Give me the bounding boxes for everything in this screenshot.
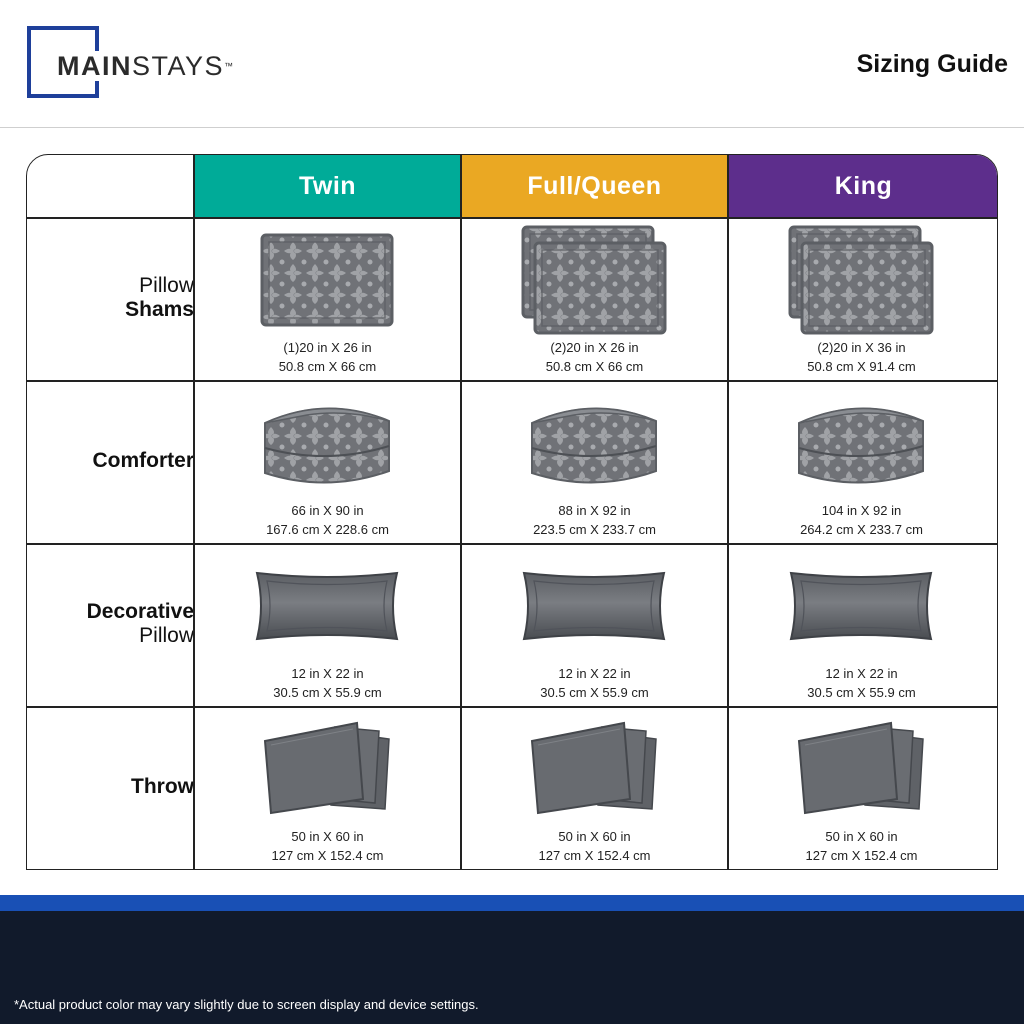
throw-blanket-icon (797, 721, 924, 815)
column-divider (193, 155, 195, 869)
size-metric: 30.5 cm X 55.9 cm (540, 685, 649, 700)
footer: *Actual product color may vary slightly … (0, 911, 1024, 1024)
row-label-line-2: Pillow (139, 623, 194, 647)
size-dimensions: (2)20 in X 26 in 50.8 cm X 66 cm (461, 338, 728, 376)
header-divider (0, 127, 1024, 128)
size-cell: 88 in X 92 in 223.5 cm X 233.7 cm (461, 381, 728, 543)
size-cell: 50 in X 60 in 127 cm X 152.4 cm (728, 707, 995, 869)
size-dimensions: 50 in X 60 in 127 cm X 152.4 cm (461, 827, 728, 865)
pillow-sham-icon (788, 225, 934, 335)
column-header-full-queen: Full/Queen (461, 155, 728, 218)
pillow-sham-icon (260, 233, 394, 327)
size-imperial: 12 in X 22 in (291, 666, 364, 681)
size-imperial: 50 in X 60 in (558, 829, 631, 844)
brand-logo: MAINSTAYS™ (55, 51, 238, 81)
page-title: Sizing Guide (856, 50, 1008, 78)
size-metric: 50.8 cm X 66 cm (545, 359, 644, 374)
size-dimensions: 88 in X 92 in 223.5 cm X 233.7 cm (461, 501, 728, 539)
row-label-line-1: Pillow (139, 273, 194, 297)
size-imperial: 104 in X 92 in (821, 503, 902, 518)
row-label-line-1: Decorative (86, 599, 194, 623)
size-metric: 127 cm X 152.4 cm (538, 848, 651, 863)
size-imperial: (2)20 in X 26 in (550, 340, 639, 355)
size-metric: 264.2 cm X 233.7 cm (800, 522, 923, 537)
row-divider (27, 706, 997, 708)
size-dimensions: 104 in X 92 in 264.2 cm X 233.7 cm (728, 501, 995, 539)
header: MAINSTAYS™ Sizing Guide (0, 0, 1024, 128)
size-cell: 12 in X 22 in 30.5 cm X 55.9 cm (728, 544, 995, 706)
pillow-sham-icon (521, 225, 667, 335)
size-cell: 12 in X 22 in 30.5 cm X 55.9 cm (194, 544, 461, 706)
size-imperial: 12 in X 22 in (825, 666, 898, 681)
size-metric: 127 cm X 152.4 cm (271, 848, 384, 863)
row-label-line-1: Throw (131, 774, 194, 798)
size-cell: 50 in X 60 in 127 cm X 152.4 cm (194, 707, 461, 869)
size-cell: (2)20 in X 36 in 50.8 cm X 91.4 cm (728, 218, 995, 380)
size-cell: (2)20 in X 26 in 50.8 cm X 66 cm (461, 218, 728, 380)
size-metric: 30.5 cm X 55.9 cm (273, 685, 382, 700)
column-divider (727, 155, 729, 869)
size-metric: 30.5 cm X 55.9 cm (807, 685, 916, 700)
row-divider (27, 380, 997, 382)
row-label-line-2: Shams (125, 297, 194, 321)
decorative-pillow-icon (522, 571, 666, 641)
size-imperial: 50 in X 60 in (825, 829, 898, 844)
footer-stripe (0, 895, 1024, 911)
size-imperial: 66 in X 90 in (291, 503, 364, 518)
size-cell: 104 in X 92 in 264.2 cm X 233.7 cm (728, 381, 995, 543)
size-dimensions: 66 in X 90 in 167.6 cm X 228.6 cm (194, 501, 461, 539)
comforter-icon (531, 407, 657, 484)
size-metric: 50.8 cm X 66 cm (278, 359, 377, 374)
size-dimensions: (1)20 in X 26 in 50.8 cm X 66 cm (194, 338, 461, 376)
size-dimensions: 12 in X 22 in 30.5 cm X 55.9 cm (194, 664, 461, 702)
column-header-twin: Twin (194, 155, 461, 218)
comforter-icon (264, 407, 390, 484)
disclaimer-note: *Actual product color may vary slightly … (14, 997, 479, 1012)
size-metric: 50.8 cm X 91.4 cm (807, 359, 916, 374)
row-divider (27, 217, 997, 219)
size-imperial: 88 in X 92 in (558, 503, 631, 518)
size-cell: 66 in X 90 in 167.6 cm X 228.6 cm (194, 381, 461, 543)
comforter-icon (798, 407, 924, 484)
size-dimensions: 12 in X 22 in 30.5 cm X 55.9 cm (728, 664, 995, 702)
size-cell: (1)20 in X 26 in 50.8 cm X 66 cm (194, 218, 461, 380)
size-dimensions: 12 in X 22 in 30.5 cm X 55.9 cm (461, 664, 728, 702)
row-label-comforter: Comforter (27, 449, 194, 473)
size-imperial: (2)20 in X 36 in (817, 340, 906, 355)
size-cell: 50 in X 60 in 127 cm X 152.4 cm (461, 707, 728, 869)
row-label-throw: Throw (27, 775, 194, 799)
size-metric: 167.6 cm X 228.6 cm (266, 522, 389, 537)
size-dimensions: 50 in X 60 in 127 cm X 152.4 cm (194, 827, 461, 865)
size-metric: 223.5 cm X 233.7 cm (533, 522, 656, 537)
size-imperial: (1)20 in X 26 in (283, 340, 372, 355)
size-imperial: 50 in X 60 in (291, 829, 364, 844)
decorative-pillow-icon (255, 571, 399, 641)
row-divider (27, 543, 997, 545)
decorative-pillow-icon (789, 571, 933, 641)
row-label-line-1: Comforter (92, 448, 194, 472)
size-dimensions: 50 in X 60 in 127 cm X 152.4 cm (728, 827, 995, 865)
size-dimensions: (2)20 in X 36 in 50.8 cm X 91.4 cm (728, 338, 995, 376)
size-cell: 12 in X 22 in 30.5 cm X 55.9 cm (461, 544, 728, 706)
throw-blanket-icon (263, 721, 390, 815)
column-divider (460, 155, 462, 869)
throw-blanket-icon (530, 721, 657, 815)
size-imperial: 12 in X 22 in (558, 666, 631, 681)
size-metric: 127 cm X 152.4 cm (805, 848, 918, 863)
column-header-king: King (728, 155, 997, 218)
